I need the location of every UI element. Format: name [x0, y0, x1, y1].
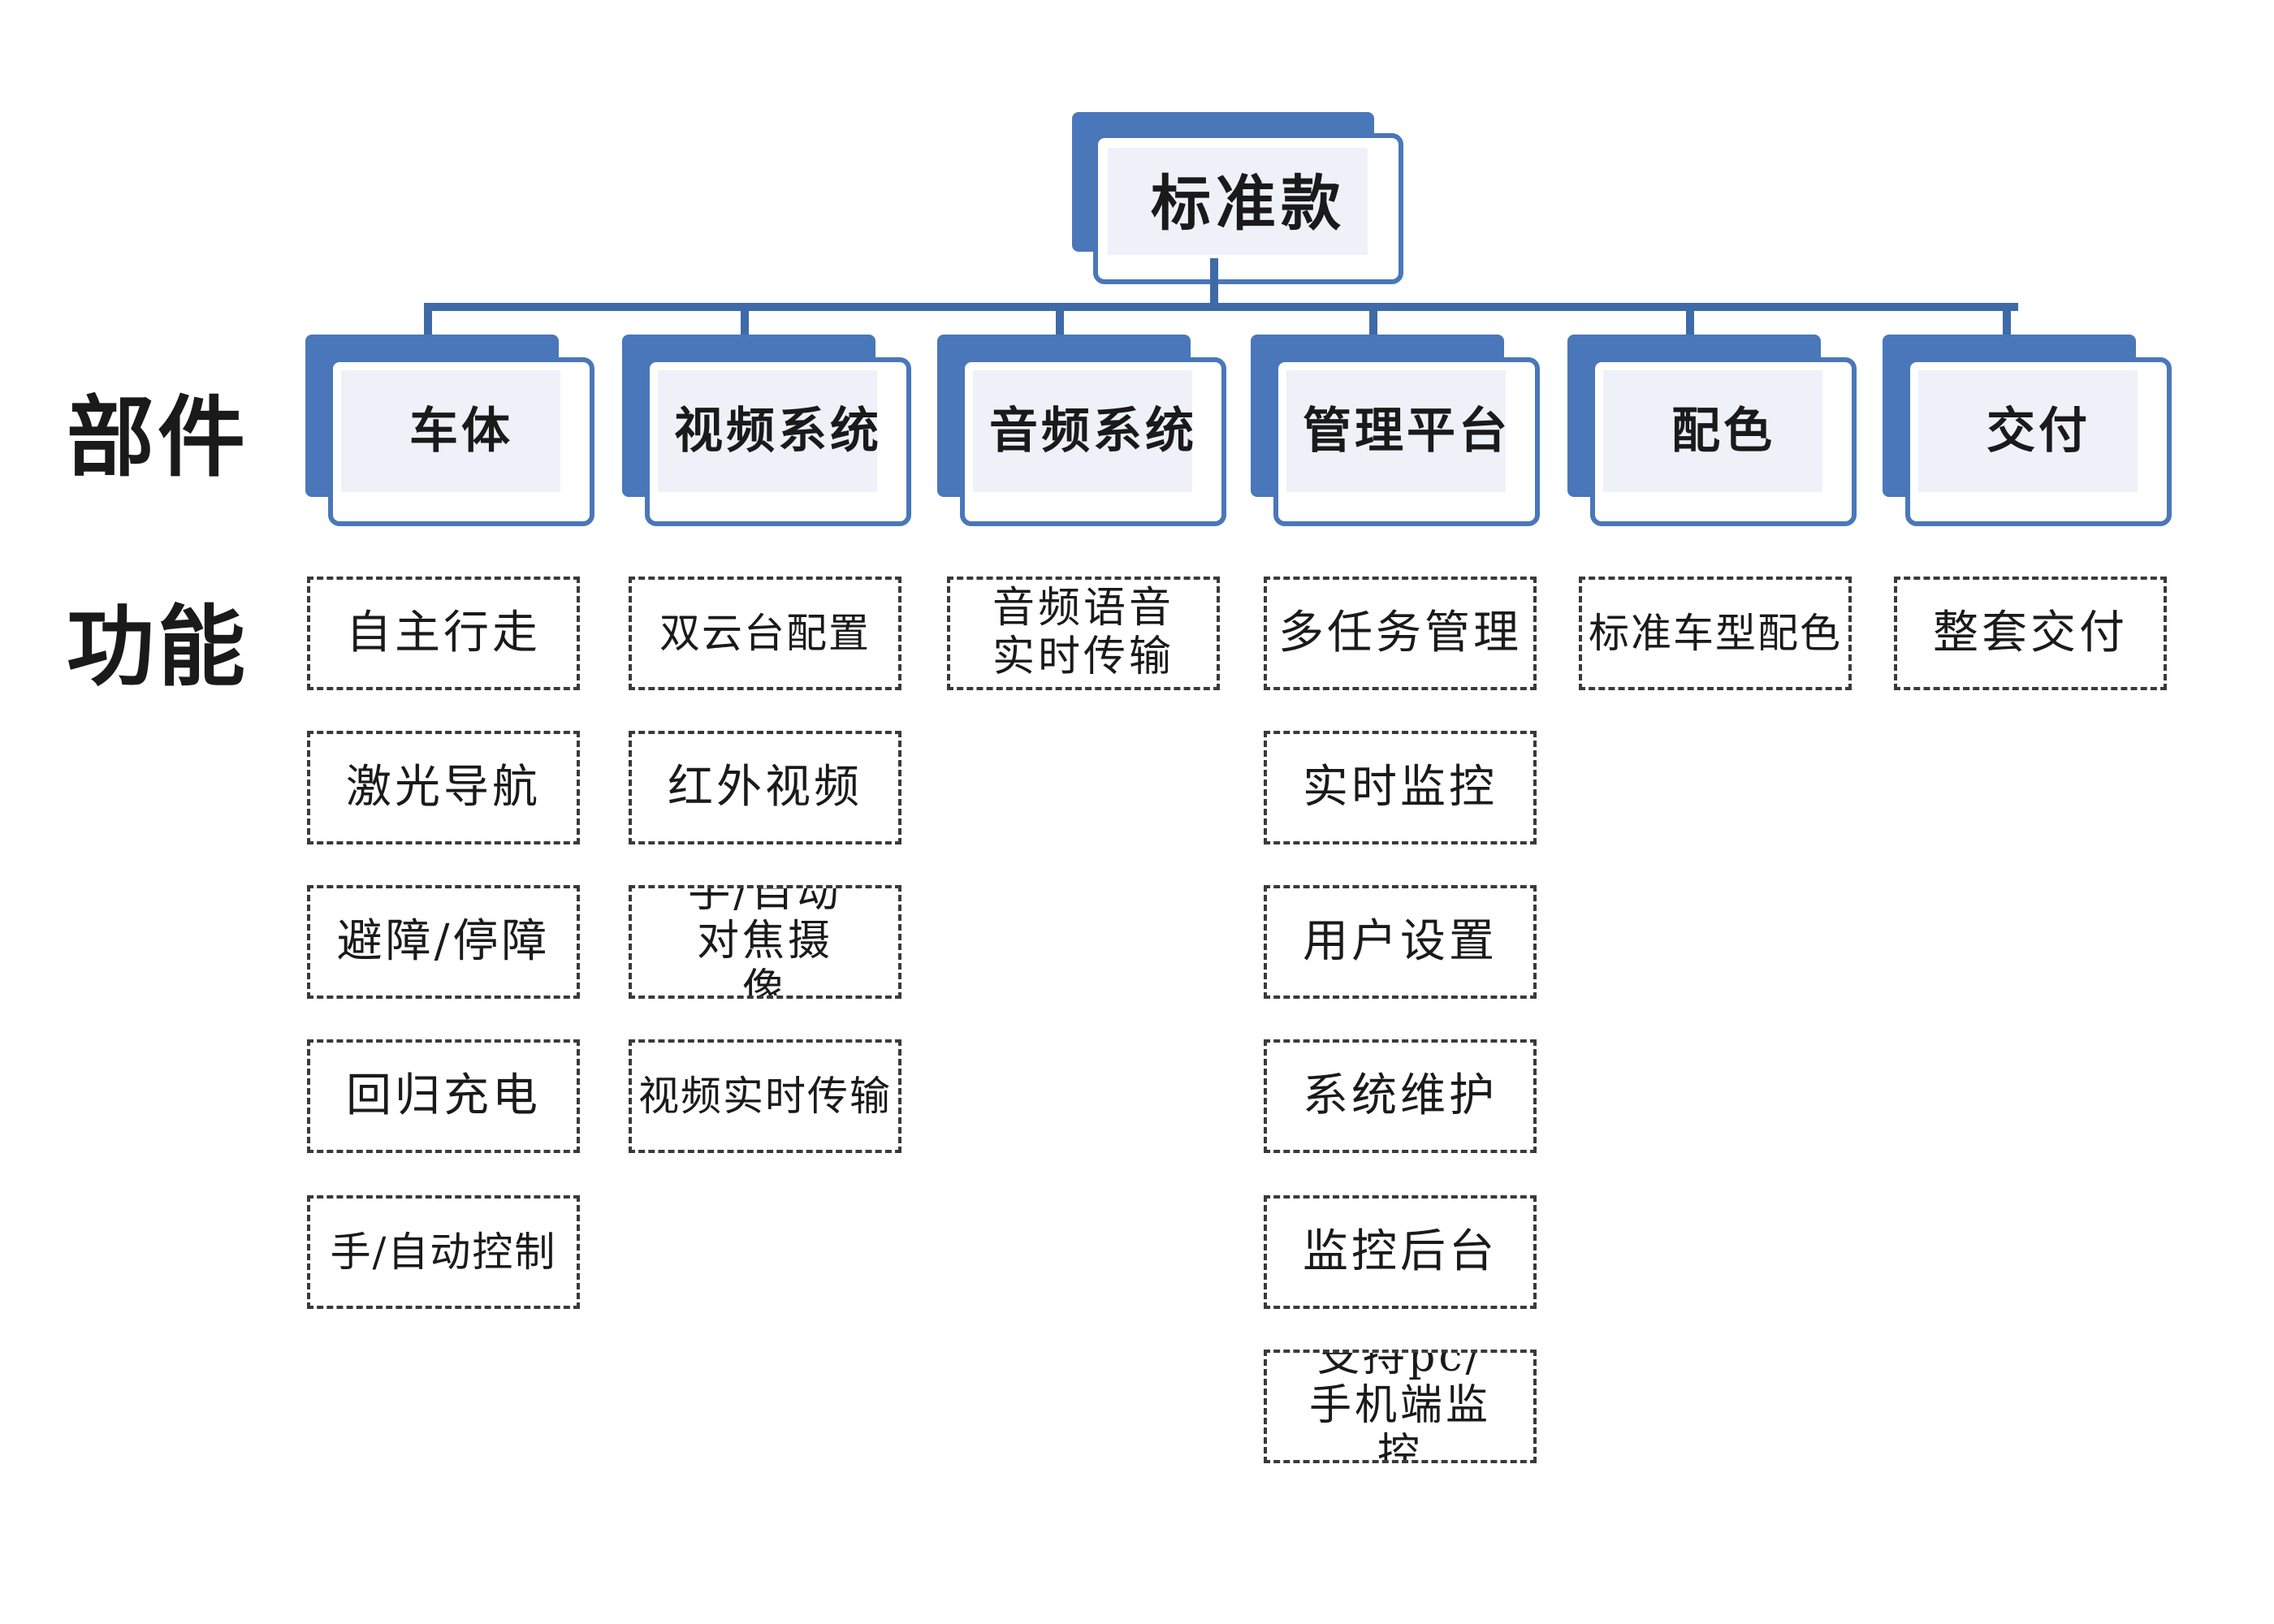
function-box: 红外视频: [629, 731, 901, 844]
component-node-body: 车体: [305, 335, 594, 526]
component-node-management: 管理平台: [1251, 335, 1540, 526]
function-box: 回归充电: [307, 1039, 580, 1153]
component-label: 配色: [1671, 402, 1775, 460]
connector-2: [1056, 303, 1064, 339]
function-box: 视频实时传输: [629, 1039, 901, 1153]
component-label: 交付: [1987, 402, 2090, 460]
function-box: 音频语音实时传输: [947, 577, 1220, 690]
component-label: 车体: [409, 402, 513, 460]
function-box: 自主行走: [307, 577, 580, 690]
function-box: 避障/停障: [307, 885, 580, 999]
component-label: 管理平台: [1303, 402, 1511, 460]
row-label-components: 部件: [67, 387, 249, 489]
connector-3: [1369, 303, 1377, 339]
function-box: 实时监控: [1264, 731, 1537, 844]
component-node-video: 视频系统: [622, 335, 911, 526]
function-box: 用户设置: [1264, 885, 1537, 999]
root-connector: [1210, 258, 1218, 307]
tree-connector-bar: [424, 303, 2018, 311]
function-box: 标准车型配色: [1579, 577, 1852, 690]
component-node-color: 配色: [1567, 335, 1857, 526]
root-node-frame: [1093, 133, 1403, 284]
connector-4: [1686, 303, 1694, 339]
function-box: 监控后台: [1264, 1195, 1537, 1309]
function-box: 双云台配置: [629, 577, 901, 690]
connector-0: [424, 303, 432, 339]
function-box: 激光导航: [307, 731, 580, 844]
connector-1: [741, 303, 749, 339]
row-label-functions: 功能: [67, 596, 249, 698]
root-node: 标准款: [1072, 112, 1403, 284]
function-box: 手/自动对焦摄像: [629, 885, 901, 999]
component-node-audio: 音频系统: [937, 335, 1226, 526]
function-box: 支持pc/手机端监控: [1264, 1350, 1537, 1463]
connector-5: [2003, 303, 2011, 339]
function-box: 手/自动控制: [307, 1195, 580, 1309]
component-label: 视频系统: [674, 402, 882, 460]
root-node-label: 标准款: [1151, 168, 1346, 239]
component-label: 音频系统: [989, 402, 1197, 460]
function-box: 系统维护: [1264, 1039, 1537, 1153]
component-node-delivery: 交付: [1883, 335, 2172, 526]
function-box: 整套交付: [1894, 577, 2167, 690]
function-box: 多任务管理: [1264, 577, 1537, 690]
